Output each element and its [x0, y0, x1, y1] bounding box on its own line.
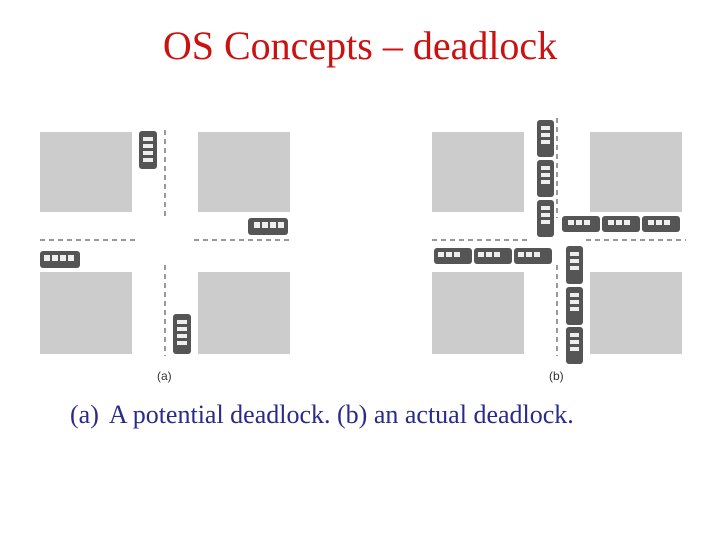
- city-block: [40, 272, 132, 354]
- bus-icon: [537, 160, 554, 197]
- slide-title: OS Concepts – deadlock: [162, 23, 558, 68]
- intersection-panel-b: (b): [432, 118, 686, 383]
- panel-b-label: (b): [549, 369, 564, 383]
- bus-icon: [434, 248, 472, 264]
- bus-icon: [139, 131, 157, 169]
- bus-icon: [537, 200, 554, 237]
- city-block: [590, 132, 682, 212]
- bus-icon: [40, 251, 80, 268]
- caption-part-b: A potential deadlock. (b) an actual dead…: [108, 400, 574, 429]
- bus-icon: [642, 216, 680, 232]
- caption-part-a: (a): [70, 400, 99, 429]
- bus-icon: [602, 216, 640, 232]
- panel-a-label: (a): [157, 369, 172, 383]
- city-block: [40, 132, 132, 212]
- bus-icon: [474, 248, 512, 264]
- city-block: [198, 132, 290, 212]
- bus-icon: [514, 248, 552, 264]
- city-block: [590, 272, 682, 354]
- city-block: [432, 132, 524, 212]
- bus-icon: [248, 218, 288, 235]
- bus-icon: [562, 216, 600, 232]
- intersection-panel-a: (a): [40, 130, 290, 383]
- bus-icon: [566, 246, 583, 284]
- figure-caption: (a) A potential deadlock. (b) an actual d…: [70, 400, 584, 430]
- bus-icon: [566, 327, 583, 364]
- city-block: [198, 272, 290, 354]
- city-block: [432, 272, 524, 354]
- bus-icon: [173, 314, 191, 354]
- bus-icon: [537, 120, 554, 157]
- bus-icon: [566, 287, 583, 325]
